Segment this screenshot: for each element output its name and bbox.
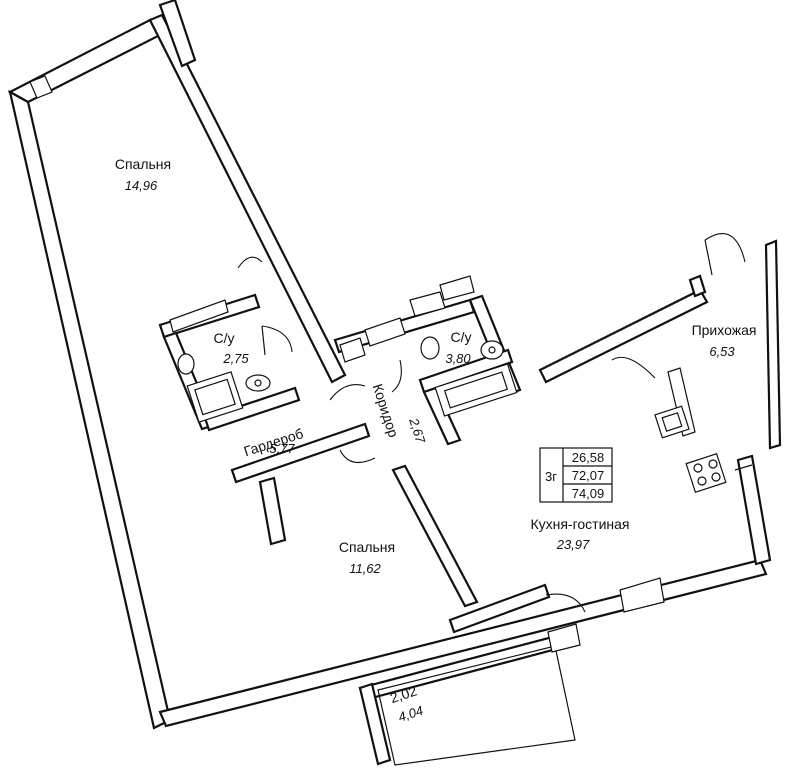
- room-labels: Спальня 14,96 С/у 2,75 С/у 3,80 Гардероб…: [115, 156, 757, 725]
- bath-left-label: С/у: [214, 330, 235, 346]
- bedroom-bottom-label: Спальня: [339, 539, 395, 555]
- total-with-balcony: 74,09: [572, 486, 605, 501]
- bedroom-bottom-area: 11,62: [349, 561, 381, 576]
- doors: [237, 233, 746, 613]
- hall-label: Прихожая: [692, 322, 757, 338]
- living-area: 26,58: [572, 450, 605, 465]
- bath-right-label: С/у: [451, 329, 472, 345]
- corridor-label: Коридор: [370, 382, 402, 440]
- kitchen-living-label: Кухня-гостиная: [530, 516, 629, 532]
- fixtures: [169, 275, 727, 503]
- bath-right-area: 3,80: [445, 351, 471, 366]
- hall-area: 6,53: [709, 344, 735, 359]
- corridor-area: 2,67: [406, 415, 429, 445]
- summary-table: 3г 26,58 72,07 74,09: [545, 450, 604, 501]
- bedroom-top-area: 14,96: [125, 178, 158, 193]
- wardrobe-area: 5,77: [269, 441, 295, 456]
- balcony-area-2: 4,04: [396, 703, 425, 725]
- kitchen-living-area: 23,97: [556, 537, 590, 552]
- bedroom-top-label: Спальня: [115, 156, 171, 172]
- rooms-code: 3г: [545, 469, 557, 484]
- bath-left-area: 2,75: [222, 351, 249, 366]
- total-area: 72,07: [572, 468, 605, 483]
- outer-walls: [7, 0, 782, 766]
